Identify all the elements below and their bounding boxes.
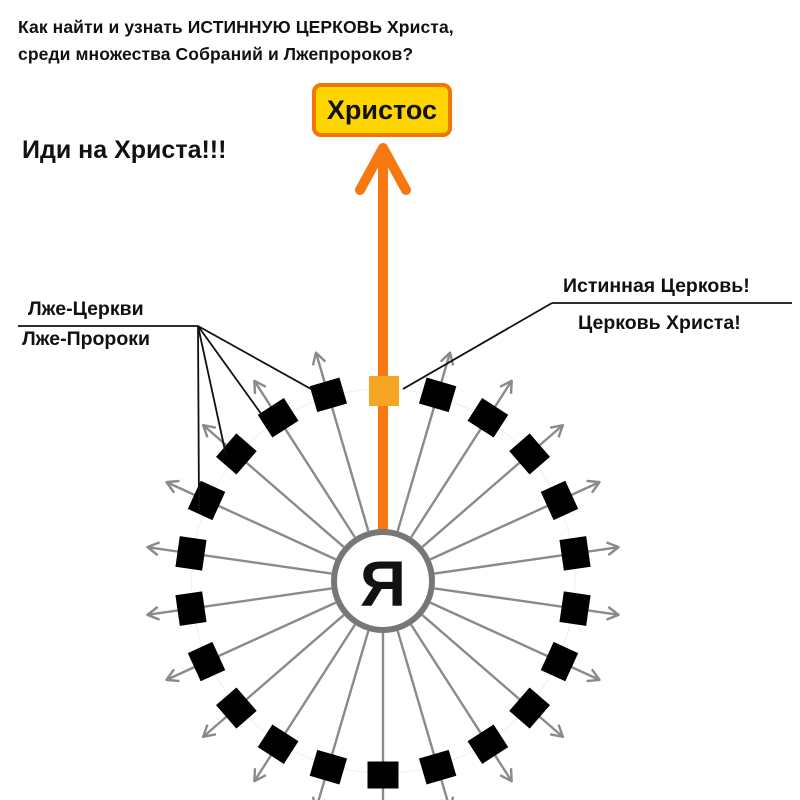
false-label-pointers [18, 325, 312, 512]
spoke-arrow-head [253, 379, 267, 394]
spoke-12 [309, 630, 370, 800]
spoke-9 [410, 624, 513, 783]
false-church-marker [418, 377, 457, 413]
christ-label: Христос [326, 94, 438, 125]
spoke-8 [421, 614, 565, 739]
true-church-label-1: Истинная Церковь! [563, 275, 750, 297]
spoke-21 [309, 351, 370, 532]
question-line-1: Как найти и узнать ИСТИННУЮ ЦЕРКОВЬ Хрис… [18, 17, 454, 37]
spoke-arrow-head [606, 605, 620, 621]
false-church-marker [467, 398, 509, 438]
false-church-marker [216, 433, 257, 475]
spoke-arrow-head [586, 479, 601, 494]
spoke-arrow-head [253, 768, 267, 783]
slogan-text: Иди на Христа!!! [22, 136, 227, 164]
spoke-14 [201, 614, 345, 739]
spoke-arrow-head [586, 668, 601, 683]
false-church-marker [257, 398, 299, 438]
spoke-3 [421, 423, 565, 548]
false-church-marker [175, 536, 207, 571]
spoke-line [434, 587, 619, 617]
false-pointer-4 [197, 325, 200, 512]
spoke-7 [429, 601, 601, 683]
spoke-arrow-head [201, 724, 217, 739]
spoke-15 [165, 601, 337, 683]
true-church-label-2: Церковь Христа! [578, 312, 741, 334]
spoke-arrow-head [165, 668, 180, 683]
true-label-pointers [402, 302, 792, 390]
false-church-marker [187, 480, 226, 521]
spoke-line [396, 352, 452, 532]
spoke-1 [396, 351, 457, 532]
spoke-arrow-head [201, 423, 217, 438]
spoke-line [314, 352, 370, 532]
false-pointer-1 [197, 325, 312, 390]
spoke-13 [253, 624, 356, 783]
path-to-christ [355, 143, 411, 535]
false-church-marker [309, 749, 348, 785]
false-church-marker [467, 724, 509, 764]
spoke-arrow-head [606, 541, 620, 557]
spoke-arrow-head [549, 423, 565, 438]
false-church-marker [216, 687, 257, 729]
spoke-4 [429, 479, 601, 561]
false-church-marker [540, 641, 579, 682]
false-church-marker [509, 433, 550, 475]
false-church-marker [559, 591, 591, 626]
spoke-line [147, 545, 332, 575]
question-text: Как найти и узнать ИСТИННУЮ ЦЕРКОВЬ Хрис… [18, 14, 454, 68]
christ-box: Христос [312, 83, 452, 137]
false-church-marker [187, 641, 226, 682]
spokes-layer [146, 351, 620, 800]
false-church-marker [257, 724, 299, 764]
spoke-17 [146, 536, 332, 575]
center-ring [331, 529, 435, 633]
spoke-2 [410, 379, 513, 538]
false-church-marker [175, 591, 207, 626]
false-churches-label-2: Лже-Пророки [22, 328, 150, 350]
false-church-marker [367, 761, 399, 789]
center-self: Я [331, 529, 435, 633]
center-letter: Я [360, 548, 406, 620]
false-pointer-2 [197, 325, 263, 416]
false-church-marker [559, 536, 591, 571]
spoke-5 [434, 536, 620, 575]
true-church-marker [369, 376, 399, 406]
false-pointer-3 [197, 325, 227, 456]
spoke-10 [396, 630, 457, 800]
spoke-16 [146, 587, 332, 626]
true-pointer [402, 302, 553, 390]
false-churches-label-1: Лже-Церкви [28, 298, 144, 320]
spoke-20 [253, 379, 356, 538]
spoke-arrow-head [146, 541, 160, 557]
spoke-arrow-head [165, 479, 180, 494]
spoke-arrow-head [499, 379, 513, 394]
spoke-arrow-head [146, 605, 160, 621]
spoke-19 [201, 423, 345, 548]
false-church-marker [309, 377, 348, 413]
spoke-line [434, 545, 619, 575]
christ-arrow-head [355, 143, 411, 195]
spoke-arrow-head [499, 768, 513, 783]
false-church-marker [509, 687, 550, 729]
spoke-arrow-head [311, 351, 327, 366]
spoke-18 [165, 479, 337, 561]
spoke-6 [434, 587, 620, 626]
spoke-line [147, 587, 332, 617]
false-church-marker [418, 749, 457, 785]
spoke-11 [367, 633, 399, 800]
question-line-2: среди множества Собраний и Лжепророков? [18, 44, 414, 64]
false-church-marker [540, 480, 579, 521]
spoke-arrow-head [549, 724, 565, 739]
